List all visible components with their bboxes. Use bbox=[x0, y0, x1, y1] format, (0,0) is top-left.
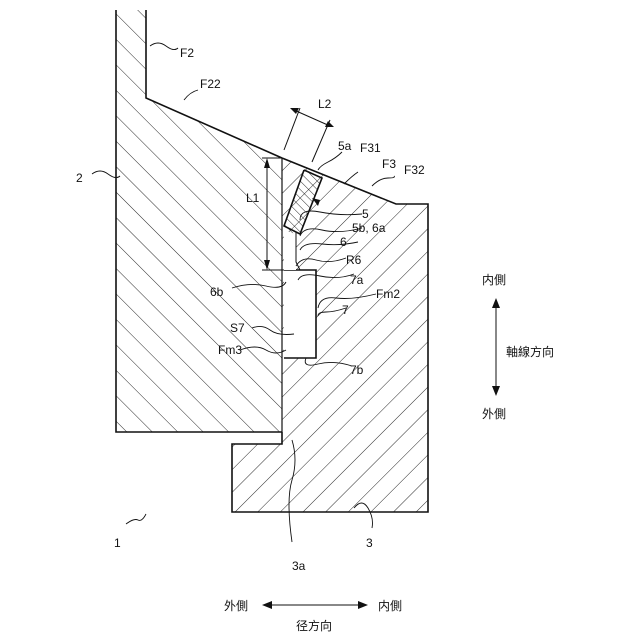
dimension-l2 bbox=[284, 108, 334, 162]
label-fm3: Fm3 bbox=[218, 343, 242, 357]
label-5a: 5a bbox=[338, 139, 352, 153]
label-7b: 7b bbox=[350, 363, 364, 377]
label-r6: R6 bbox=[346, 253, 362, 267]
label-3a: 3a bbox=[292, 559, 306, 573]
groove-s7 bbox=[284, 270, 316, 358]
label-3: 3 bbox=[366, 536, 373, 550]
radial-right-arrow-icon bbox=[358, 601, 368, 609]
member-2 bbox=[116, 10, 282, 432]
label-s7: S7 bbox=[230, 321, 245, 335]
label-l2: L2 bbox=[318, 97, 332, 111]
label-7a: 7a bbox=[350, 273, 364, 287]
label-5b-6a: 5b, 6a bbox=[352, 221, 386, 235]
axial-title: 軸線方向 bbox=[506, 344, 554, 359]
label-6b: 6b bbox=[210, 285, 224, 299]
axial-up-arrow-icon bbox=[492, 298, 500, 308]
label-f31: F31 bbox=[360, 141, 381, 155]
radial-title: 径方向 bbox=[296, 618, 332, 633]
radial-inner-label: 内側 bbox=[378, 599, 402, 613]
label-f2: F2 bbox=[180, 46, 194, 60]
label-l1: L1 bbox=[246, 191, 260, 205]
label-f32: F32 bbox=[404, 163, 425, 177]
radial-left-arrow-icon bbox=[262, 601, 272, 609]
label-6: 6 bbox=[340, 235, 347, 249]
label-f22: F22 bbox=[200, 77, 221, 91]
radial-outer-label: 外側 bbox=[224, 599, 248, 613]
label-5: 5 bbox=[362, 207, 369, 221]
axial-down-arrow-icon bbox=[492, 386, 500, 396]
axial-direction-indicator: 内側 軸線方向 外側 bbox=[482, 273, 554, 421]
axial-inner-label: 内側 bbox=[482, 273, 506, 287]
label-f3: F3 bbox=[382, 157, 396, 171]
label-1: 1 bbox=[114, 536, 121, 550]
label-fm2: Fm2 bbox=[376, 287, 400, 301]
label-7: 7 bbox=[342, 303, 349, 317]
radial-direction-indicator: 外側 内側 径方向 bbox=[224, 599, 402, 633]
axial-outer-label: 外側 bbox=[482, 407, 506, 421]
label-2: 2 bbox=[76, 171, 83, 185]
